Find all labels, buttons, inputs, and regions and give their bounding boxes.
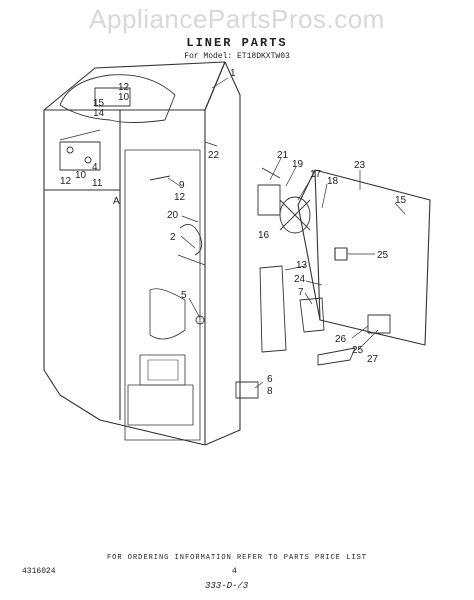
callout-8: 8 — [267, 386, 273, 397]
callout-14: 14 — [93, 108, 105, 119]
callout-25-b: 25 — [352, 345, 364, 356]
callout-26: 26 — [335, 334, 347, 345]
revision-code: 333-D-/3 — [205, 581, 249, 591]
callout-10-b: 10 — [75, 170, 87, 181]
callout-18: 18 — [327, 176, 339, 187]
callout-4: 4 — [92, 162, 98, 173]
ordering-note: FOR ORDERING INFORMATION REFER TO PARTS … — [106, 554, 368, 562]
callout-1: 1 — [230, 68, 236, 79]
callout-a: A — [113, 196, 120, 207]
watermark: AppliancePartsPros.com — [89, 4, 385, 34]
callout-16: 16 — [258, 230, 270, 241]
evaporator-cover — [297, 169, 431, 346]
control-cluster — [59, 74, 176, 171]
callout-23: 23 — [354, 160, 366, 171]
air-ducts — [235, 265, 391, 399]
part-number: 4316024 — [22, 567, 56, 576]
callout-5: 5 — [181, 290, 187, 301]
fan-assembly — [257, 167, 311, 234]
cabinet-liner — [43, 61, 241, 446]
callout-21: 21 — [277, 150, 289, 161]
callout-25-a: 25 — [377, 250, 389, 261]
callout-10-a: 10 — [118, 92, 130, 103]
callout-20: 20 — [167, 210, 179, 221]
callout-15-b: 15 — [395, 195, 407, 206]
page-title: LINER PARTS — [186, 36, 288, 50]
callout-15-a: 15 — [93, 98, 105, 109]
callout-12-a: 12 — [118, 82, 130, 93]
callout-7: 7 — [298, 287, 304, 298]
callout-27: 27 — [367, 354, 379, 365]
callout-9: 9 — [179, 180, 185, 191]
callout-24: 24 — [294, 274, 306, 285]
callout-12-b: 12 — [60, 176, 72, 187]
callout-11: 11 — [92, 178, 103, 189]
callout-19: 19 — [292, 159, 304, 170]
tubing-parts — [149, 175, 206, 325]
callout-12-c: 12 — [174, 192, 186, 203]
callout-2: 2 — [170, 232, 176, 243]
callout-13: 13 — [296, 260, 308, 271]
callout-22: 22 — [208, 150, 220, 161]
model-line: For Model: ET18DKXTW03 — [184, 52, 290, 61]
callout-6: 6 — [267, 374, 273, 385]
callout-17: 17 — [310, 169, 322, 180]
page-number: 4 — [232, 567, 237, 576]
